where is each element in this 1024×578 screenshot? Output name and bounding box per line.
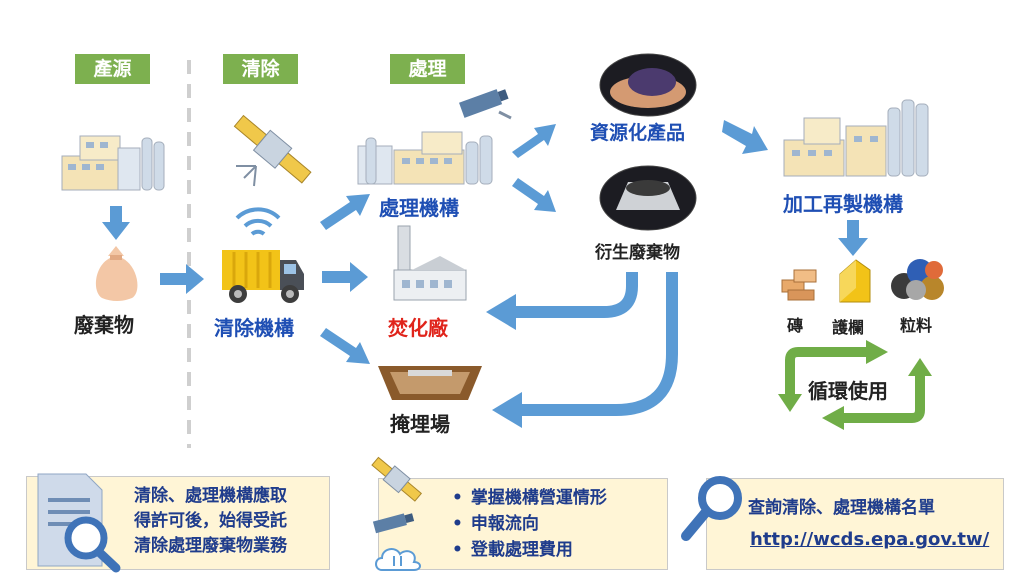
monitoring-item: 掌握機構營運情形 (452, 485, 607, 511)
magnifier-icon (681, 476, 742, 541)
stage-divider (187, 60, 191, 448)
derived-waste-photo (599, 165, 697, 231)
granules-label: 粒料 (900, 316, 933, 335)
arrow-derived-to-incinerator (486, 272, 638, 330)
stage-clearance-tag: 清除 (223, 54, 298, 84)
arrow-factory-to-waste (102, 206, 130, 240)
arrow-reprocessing-to-products (838, 220, 868, 256)
document-search-icon (37, 473, 121, 573)
factory-icon (61, 135, 165, 191)
recycle-arrows-icon (778, 340, 932, 430)
treatment-org-label: 處理機構 (379, 196, 459, 220)
arrow-treatment-to-derived (512, 178, 556, 212)
arrow-treatment-to-product (512, 124, 556, 158)
landfill-label: 掩埋場 (390, 412, 450, 436)
brick-icon (781, 269, 817, 301)
resource-product-label: 資源化產品 (590, 122, 686, 144)
stage-source-tag: 產源 (75, 54, 150, 84)
cloud-icon (375, 548, 421, 571)
landfill-icon (378, 366, 482, 400)
arrow-truck-to-incinerator (322, 262, 368, 292)
garbage-bag-icon (95, 246, 138, 301)
monitoring-list: 掌握機構營運情形 申報流向 登載處理費用 (452, 485, 607, 563)
guardrail-icon (839, 259, 871, 303)
arrow-truck-to-treatment (320, 194, 370, 230)
permit-line-1: 清除、處理機構應取 (134, 486, 287, 506)
arrow-derived-to-landfill (492, 272, 678, 428)
query-info-box (706, 478, 1004, 570)
recycle-label: 循環使用 (808, 379, 888, 403)
monitoring-item: 申報流向 (452, 511, 607, 537)
query-url-link[interactable]: http://wcds.epa.gov.tw/ (750, 529, 990, 550)
incinerator-label: 焚化廠 (388, 316, 448, 340)
factory-icon (783, 99, 929, 177)
arrow-product-to-reprocessing (722, 120, 768, 154)
satellite-icon (233, 114, 312, 187)
satellite-icon (371, 456, 423, 502)
guardrail-label: 護欄 (832, 318, 865, 337)
waste-label: 廢棄物 (74, 313, 134, 337)
granules-icon (891, 259, 944, 300)
wifi-signal-icon (235, 207, 281, 236)
monitoring-item: 登載處理費用 (452, 537, 607, 563)
brick-label: 磚 (787, 316, 804, 335)
query-title: 查詢清除、處理機構名單 (748, 498, 935, 518)
factory-icon (357, 131, 493, 185)
derived-waste-label: 衍生廢棄物 (595, 243, 680, 263)
resource-product-photo (599, 53, 697, 117)
clearance-org-label: 清除機構 (214, 316, 294, 340)
permit-line-2: 得許可後，始得受託 (134, 511, 287, 531)
permit-line-3: 清除處理廢棄物業務 (134, 536, 287, 556)
arrow-waste-to-truck (160, 264, 204, 294)
cctv-camera-icon (372, 513, 415, 534)
garbage-truck-icon (222, 250, 304, 303)
reprocessing-org-label: 加工再製機構 (783, 192, 903, 216)
incinerator-icon (393, 225, 467, 301)
arrow-truck-to-landfill (320, 328, 370, 364)
stage-treatment-tag: 處理 (390, 54, 465, 84)
cctv-camera-icon (459, 89, 512, 120)
